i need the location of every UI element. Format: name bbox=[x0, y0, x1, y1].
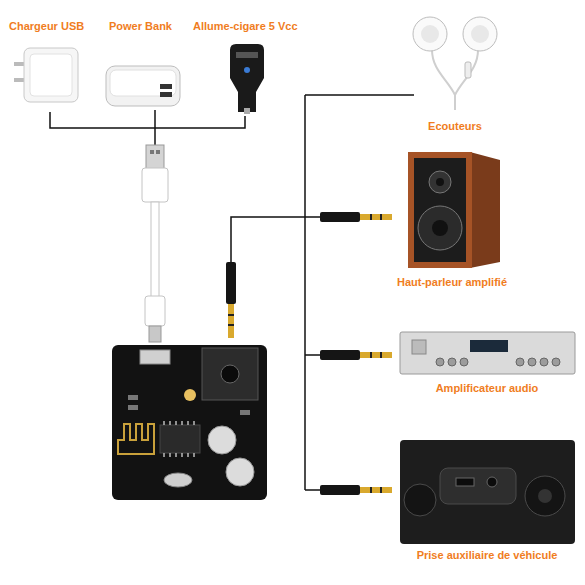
device-name: Allume-cigare 5 Vcc bbox=[193, 19, 298, 33]
device-name: Haut-parleur amplifié bbox=[397, 275, 507, 289]
device-label: Chargeur USB bbox=[6, 18, 87, 34]
device-name: Prise auxiliaire de véhicule bbox=[417, 548, 558, 562]
vehicle-aux-photo bbox=[400, 440, 575, 544]
usb-charger-icon bbox=[14, 48, 78, 102]
earphones-icon bbox=[413, 17, 497, 110]
amplifier-icon bbox=[400, 332, 575, 374]
bluetooth-board bbox=[112, 345, 267, 500]
audio-wires bbox=[231, 95, 414, 490]
device-label: Haut-parleur amplifié bbox=[394, 274, 510, 290]
jack-plug-vertical bbox=[226, 262, 236, 338]
device-label: Ecouteurs bbox=[425, 118, 485, 134]
device-label: Allume-cigare 5 Vcc bbox=[190, 18, 301, 34]
device-name: Chargeur USB bbox=[9, 19, 84, 33]
usb-cable bbox=[142, 145, 168, 342]
power-wires bbox=[50, 110, 245, 145]
device-label: Power Bank bbox=[106, 18, 175, 34]
device-label: Amplificateur audio bbox=[433, 380, 542, 396]
power-bank-icon bbox=[106, 66, 180, 106]
jack-plugs-horizontal bbox=[320, 212, 392, 495]
car-charger-icon bbox=[230, 44, 264, 114]
device-name: Amplificateur audio bbox=[436, 381, 539, 395]
device-name: Power Bank bbox=[109, 19, 172, 33]
device-label: Prise auxiliaire de véhicule bbox=[414, 547, 561, 563]
speaker-icon bbox=[408, 152, 500, 268]
device-name: Ecouteurs bbox=[428, 119, 482, 133]
